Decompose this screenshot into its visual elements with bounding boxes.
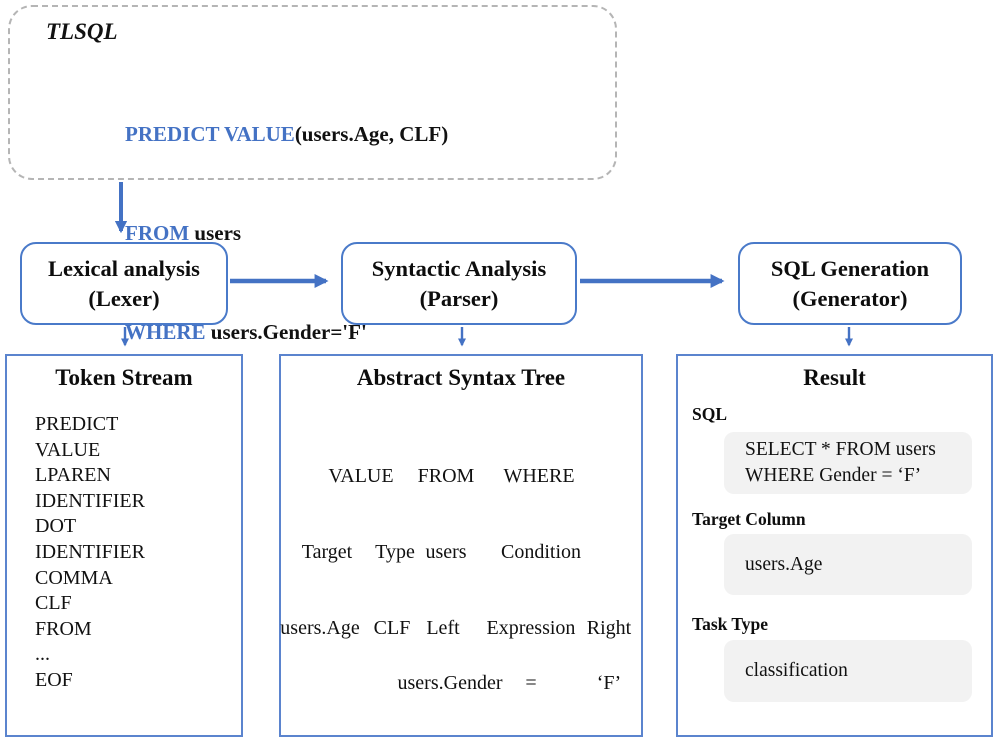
process-title: Syntactic Analysis: [371, 256, 547, 282]
result-task-line: classification: [745, 660, 848, 681]
query-rest: users: [189, 221, 242, 245]
token-item: FROM: [35, 617, 92, 640]
query-keyword: PREDICT VALUE: [125, 122, 295, 146]
ast-node-users-gender: users.Gender: [397, 672, 503, 694]
ast-node-from: FROM: [417, 465, 475, 487]
token-stream-panel: Token Stream PREDICT VALUE LPAREN IDENTI…: [5, 354, 243, 737]
result-target-line: users.Age: [745, 553, 823, 575]
ast-panel: Abstract Syntax Tree: [279, 354, 643, 737]
result-panel: Result SQL SELECT * FROM users WHERE Gen…: [676, 354, 993, 737]
ast-node-condition: Condition: [500, 541, 582, 563]
token-item: DOT: [35, 515, 77, 538]
result-sql-line: WHERE Gender = ‘F’: [745, 465, 922, 486]
token-stream-title: Token Stream: [55, 365, 193, 390]
process-box-generator: SQL Generation (Generator): [738, 242, 962, 325]
ast-node-equals: =: [525, 672, 537, 694]
token-list: PREDICT VALUE LPAREN IDENTIFIER DOT IDEN…: [35, 412, 145, 694]
process-subtitle: (Generator): [792, 285, 908, 311]
process-title: SQL Generation: [770, 256, 930, 282]
process-box-lexer: Lexical analysis (Lexer): [20, 242, 228, 325]
query-line-predict: PREDICT VALUE(users.Age, CLF): [125, 118, 448, 151]
token-item: IDENTIFIER: [35, 540, 145, 563]
token-item: IDENTIFIER: [35, 489, 145, 512]
ast-title: Abstract Syntax Tree: [356, 365, 566, 390]
result-title: Result: [803, 365, 866, 390]
process-title: Lexical analysis: [48, 256, 200, 282]
ast-node-clf: CLF: [373, 617, 411, 639]
token-item: COMMA: [35, 566, 113, 589]
ast-node-value: VALUE: [328, 465, 394, 487]
ast-node-f-literal: ‘F’: [596, 672, 622, 694]
ast-node-left: Left: [426, 617, 460, 639]
ast-node-type: Type: [375, 541, 415, 563]
query-rest: users.Gender='F': [205, 320, 367, 344]
result-label-task-type: Task Type: [692, 614, 769, 634]
ast-node-target: Target: [301, 541, 353, 563]
result-label-target-column: Target Column: [692, 509, 806, 529]
process-subtitle: (Lexer): [88, 285, 160, 311]
token-item: VALUE: [35, 438, 101, 461]
token-item: ...: [35, 643, 50, 666]
process-subtitle: (Parser): [419, 285, 499, 311]
tlsql-query-box: TLSQL PREDICT VALUE(users.Age, CLF) FROM…: [8, 5, 617, 344]
result-label-sql: SQL: [692, 404, 728, 424]
ast-node-expression: Expression: [486, 617, 576, 639]
ast-node-right: Right: [586, 617, 632, 639]
result-value-task-type: classification: [724, 640, 972, 702]
ast-node-users: users: [425, 541, 467, 563]
query-line-from: FROM users: [125, 217, 448, 250]
result-value-sql: SELECT * FROM users WHERE Gender = ‘F’: [724, 432, 972, 494]
result-value-target-column: users.Age: [724, 534, 972, 595]
result-sql-line: SELECT * FROM users: [745, 439, 936, 460]
token-item: LPAREN: [35, 464, 111, 487]
ast-node-users-age: users.Age: [280, 617, 360, 639]
tlsql-query-text: PREDICT VALUE(users.Age, CLF) FROM users…: [125, 52, 448, 415]
token-item: PREDICT: [35, 413, 119, 435]
token-item: EOF: [35, 668, 73, 691]
process-box-parser: Syntactic Analysis (Parser): [341, 242, 577, 325]
tlsql-title: TLSQL: [46, 19, 118, 44]
query-rest: (users.Age, CLF): [294, 122, 449, 146]
ast-node-where: WHERE: [503, 465, 575, 487]
query-keyword: FROM: [125, 221, 190, 245]
token-item: CLF: [35, 592, 72, 615]
